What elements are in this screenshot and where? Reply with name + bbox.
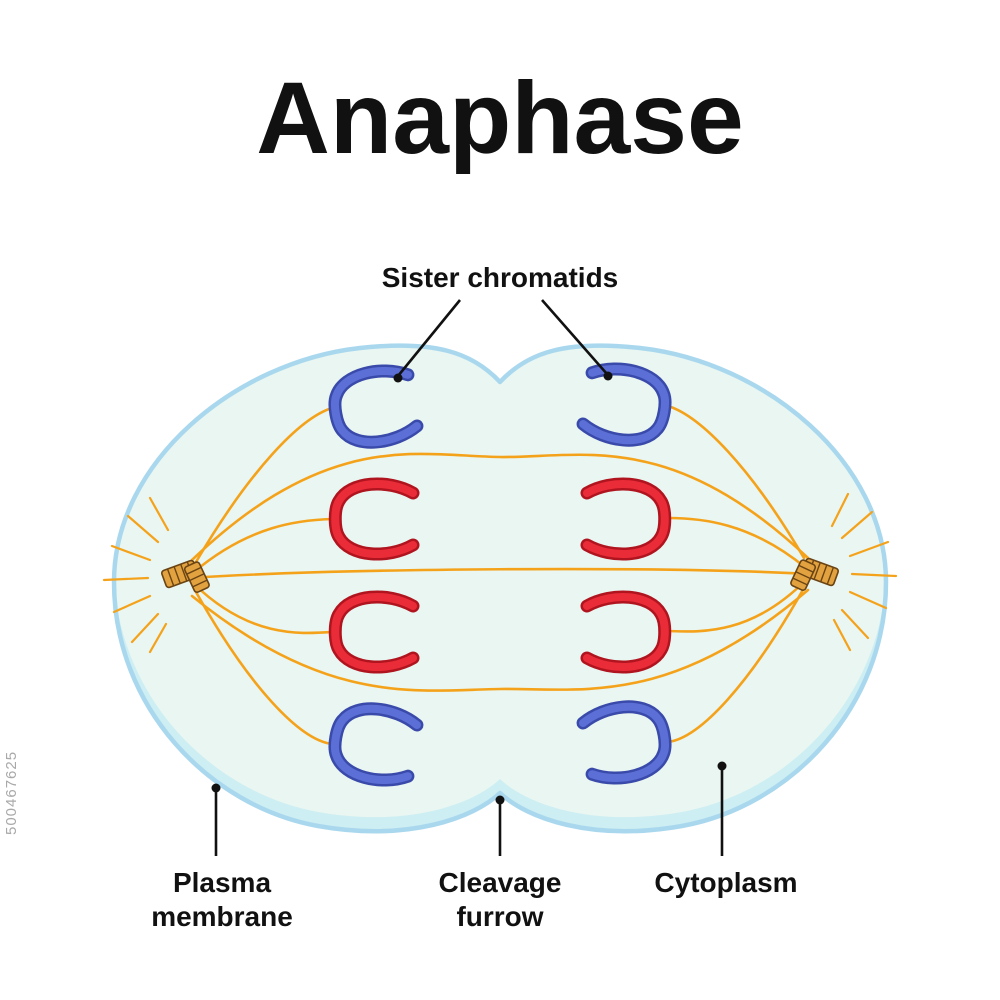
label-plasma-membrane-line2: membrane (151, 901, 293, 932)
pointer-dot (603, 371, 613, 381)
callout-sister-chromatids: Sister chromatids (382, 262, 619, 383)
spindle-fibers (188, 404, 812, 746)
label-cleavage-furrow-line2: furrow (456, 901, 543, 932)
pointer-line (541, 299, 608, 375)
centrosome-right-icon (790, 557, 840, 592)
astral-rays-right (830, 492, 898, 652)
label-plasma-membrane-line1: Plasma (173, 867, 271, 898)
pointer-line (396, 299, 462, 377)
label-cleavage-furrow-line1: Cleavage (439, 867, 562, 898)
pointer-dot (393, 373, 403, 383)
callout-plasma-membrane: Plasma membrane (151, 783, 293, 932)
centrosome-left-icon (160, 559, 210, 594)
cell-body (114, 332, 886, 832)
page-title: Anaphase (256, 61, 744, 175)
label-sister-chromatids: Sister chromatids (382, 262, 619, 293)
astral-rays-left (102, 496, 170, 654)
callout-cleavage-furrow: Cleavage furrow (439, 795, 562, 932)
callout-cytoplasm: Cytoplasm (654, 761, 798, 898)
label-cytoplasm: Cytoplasm (654, 867, 797, 898)
watermark-text: 500467625 (3, 751, 20, 835)
